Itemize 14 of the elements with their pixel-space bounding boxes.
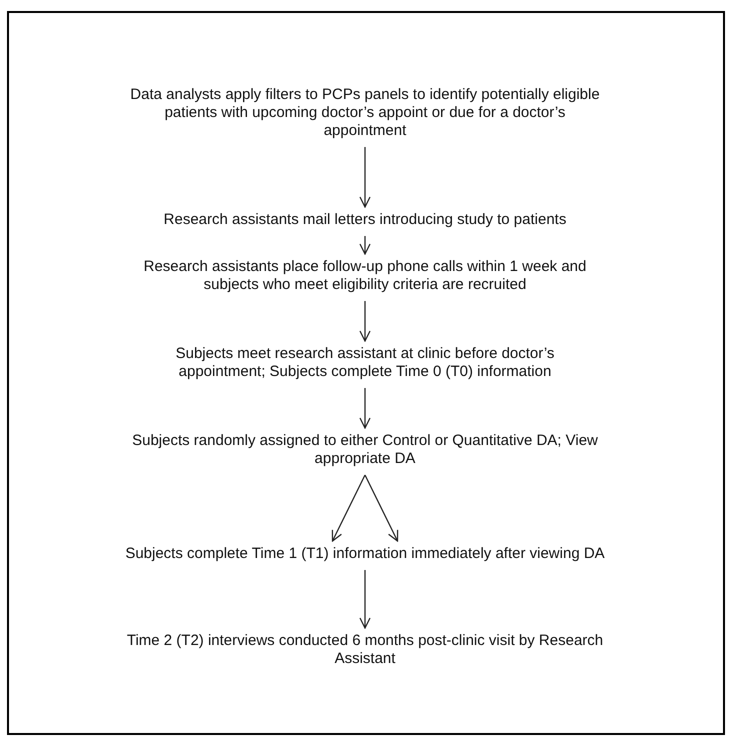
arrow — [359, 388, 371, 429]
arrow — [359, 570, 371, 629]
step-text: Data analysts apply filters to PCPs panels to identify potentially eligible patients with upcoming doctor’s appoint or due for a doctor’s appointment — [126, 86, 604, 140]
step-text: Subjects randomly assigned to either Control or Quantitative DA; View appropriate DA — [112, 432, 618, 468]
step-text: Research assistants place follow-up phone calls within 1 week and subjects who meet eligibility criteria are recruited — [115, 258, 615, 294]
arrow — [364, 474, 398, 542]
step-text: Time 2 (T2) interviews conducted 6 months post-clinic visit by Research Assistant — [112, 632, 618, 668]
step-text: Subjects meet research assistant at clinic before doctor’s appointment; Subjects complete Time 0 (T0) information — [160, 345, 570, 381]
step-text: Subjects complete Time 1 (T1) information immediately after viewing DA — [115, 545, 615, 563]
arrow — [359, 236, 371, 255]
arrow — [359, 147, 371, 208]
step-text: Research assistants mail letters introducing study to patients — [105, 211, 625, 229]
arrow — [359, 301, 371, 342]
arrow — [332, 474, 366, 542]
